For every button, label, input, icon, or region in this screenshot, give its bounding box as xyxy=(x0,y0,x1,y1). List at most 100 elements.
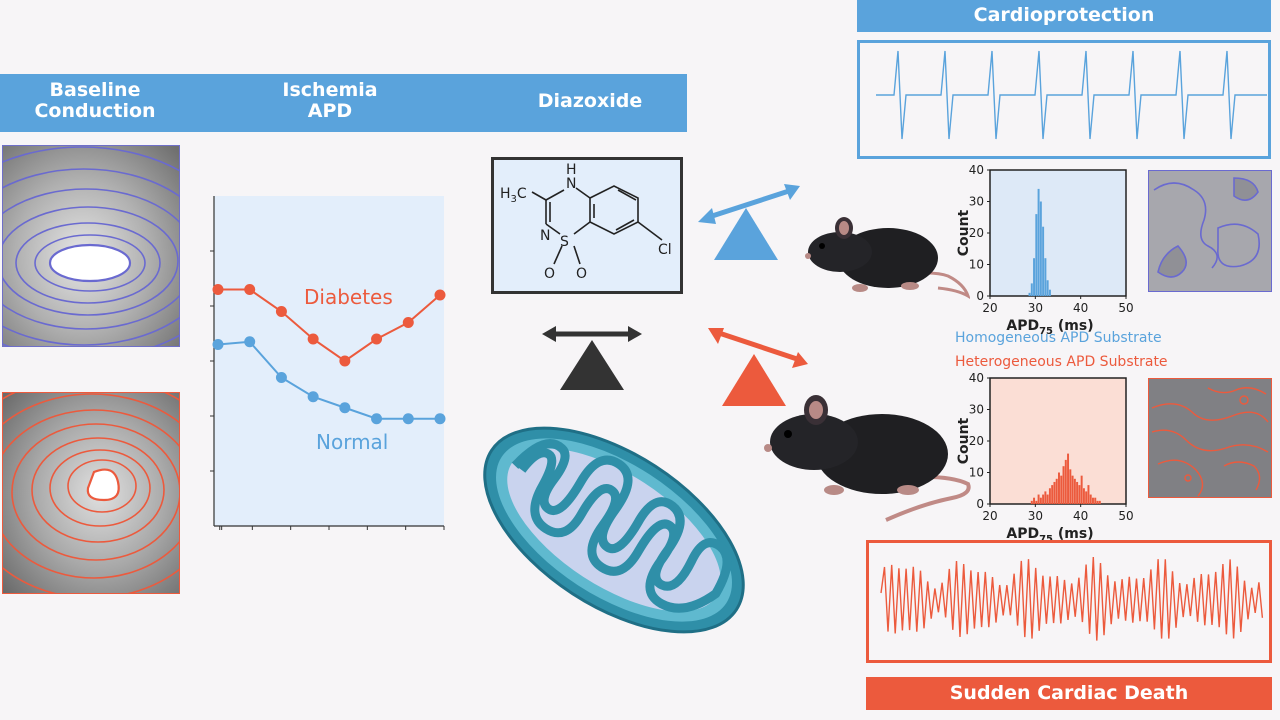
hist-bar xyxy=(1071,475,1074,504)
hist-x-tick-label: 20 xyxy=(982,301,997,315)
hist-y-tick-label: 40 xyxy=(969,163,984,177)
header-baseline-label: Baseline Conduction xyxy=(34,79,156,122)
hist-y-axis-label: Count xyxy=(956,209,972,256)
diabetes-conduction-map xyxy=(2,392,180,594)
hist-bar xyxy=(1094,497,1097,504)
hist-y-tick-label: 0 xyxy=(976,289,984,303)
balance-blue-icon xyxy=(698,184,800,260)
hist-bar xyxy=(1048,289,1051,296)
hist-y-axis-label: Count xyxy=(956,417,972,464)
hist-bar xyxy=(1037,494,1040,504)
mol-o2: O xyxy=(576,266,587,282)
hist-bar xyxy=(1085,491,1088,504)
cardioprotection-label: Cardioprotection xyxy=(973,4,1155,26)
series-point-normal xyxy=(307,391,319,403)
balance-neutral-icon xyxy=(542,326,642,390)
hist-bar xyxy=(1060,475,1063,504)
series-point-diabetes xyxy=(402,317,414,328)
hist-x-tick-label: 30 xyxy=(1028,509,1043,523)
normal-conduction-map xyxy=(2,145,180,347)
balance-red-icon xyxy=(708,328,808,406)
hist-y-tick-label: 30 xyxy=(969,403,984,417)
hist-bar xyxy=(1098,500,1101,504)
hist-bar xyxy=(1076,481,1079,504)
mol-n: N xyxy=(540,228,550,244)
heterogeneous-apd-map xyxy=(1148,378,1272,498)
hist-y-tick-label: 40 xyxy=(969,371,984,385)
hist-bar xyxy=(1058,472,1060,504)
mol-c: C xyxy=(517,186,527,202)
hist-bar xyxy=(1039,201,1042,296)
series-point-normal xyxy=(339,402,351,414)
series-point-normal xyxy=(275,372,287,383)
series-point-diabetes xyxy=(212,284,224,295)
series-point-diabetes xyxy=(275,306,287,317)
hist-bar xyxy=(1064,459,1067,504)
series-point-normal xyxy=(244,336,256,348)
hist-bar xyxy=(1073,478,1076,504)
hist-x-tick-label: 30 xyxy=(1028,301,1043,315)
sudden-death-band xyxy=(866,677,1272,710)
hist-y-tick-label: 10 xyxy=(969,466,984,480)
hist-bar xyxy=(1078,485,1081,504)
series-point-normal xyxy=(371,413,383,425)
hist-bar xyxy=(1037,188,1040,296)
hist-bar xyxy=(1087,485,1090,504)
mol-o1: O xyxy=(544,266,555,282)
ischemia-apd-line-chart: Diabetes Normal xyxy=(210,196,446,530)
hist-bar xyxy=(1096,500,1099,504)
vf-ecg-line xyxy=(880,557,1264,641)
hist-bar xyxy=(1089,494,1092,504)
vf-ecg-trace xyxy=(880,557,1264,641)
mol-h: H xyxy=(500,186,511,202)
hist-bar xyxy=(1039,497,1042,504)
mol-cl: Cl xyxy=(658,242,672,258)
hist-bar xyxy=(1048,488,1051,504)
hist-x-tick-label: 20 xyxy=(982,509,997,523)
hist-x-axis-label: APD75 (ms) xyxy=(1006,526,1093,540)
series-point-normal xyxy=(402,413,414,425)
series-label-diabetes: Diabetes xyxy=(304,285,393,309)
hist-y-tick-label: 0 xyxy=(976,497,984,511)
hist-bar xyxy=(1033,497,1036,504)
mol-nh-n: N xyxy=(566,176,576,192)
svg-text:H3C: H3C xyxy=(500,186,527,205)
hist-bar xyxy=(1044,258,1047,296)
mitochondrion-illustration xyxy=(483,426,745,634)
diazoxide-structure: H3C N H N S O O Cl xyxy=(500,162,672,282)
hist-bar xyxy=(1028,292,1031,296)
hist-bar xyxy=(1035,500,1038,504)
mol-nh-h: H xyxy=(566,162,577,178)
homogeneous-apd-map xyxy=(1148,170,1272,292)
hist-x-tick-label: 50 xyxy=(1118,301,1133,315)
chart-plot-area xyxy=(214,196,444,526)
normal-ecg-trace xyxy=(876,50,1267,140)
header-diazoxide-label: Diazoxide xyxy=(537,90,643,112)
hist-frame xyxy=(989,169,1127,297)
series-line-diabetes xyxy=(218,288,441,363)
hist-x-tick-label: 40 xyxy=(1073,301,1088,315)
series-point-normal xyxy=(434,413,446,425)
hist-bar xyxy=(1055,478,1058,504)
hist-bar xyxy=(1082,488,1085,504)
hist-x-tick-label: 50 xyxy=(1118,509,1133,523)
series-point-diabetes xyxy=(307,333,319,345)
homogeneous-substrate-caption: Homogeneous APD Substrate xyxy=(955,330,1162,346)
header-ischemia-label: Ischemia APD xyxy=(282,79,378,122)
hist-bar xyxy=(1044,491,1047,504)
hist-bar xyxy=(1080,475,1083,504)
series-point-normal xyxy=(212,339,224,350)
hist-bar xyxy=(1092,497,1094,504)
hist-bar xyxy=(1053,481,1056,504)
diazoxide-molecule-box xyxy=(491,157,683,294)
series-point-diabetes xyxy=(244,284,256,295)
hist-bar xyxy=(1042,494,1045,504)
series-point-diabetes xyxy=(371,333,383,345)
cardioprotection-band xyxy=(857,0,1271,32)
heterogeneous-substrate-caption: Heterogeneous APD Substrate xyxy=(955,354,1168,370)
series-point-diabetes xyxy=(434,289,446,301)
hist-bar xyxy=(1046,494,1049,504)
hist-bar xyxy=(1030,500,1033,504)
hist-y-tick-label: 30 xyxy=(969,195,984,209)
